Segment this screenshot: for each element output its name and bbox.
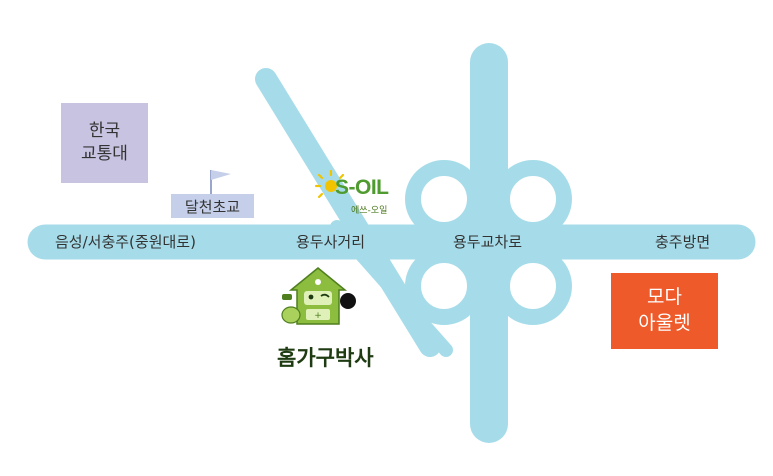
ktu-line1: 한국	[88, 121, 121, 142]
road-label-east: 충주방면	[655, 233, 711, 251]
clover-loop-ne	[494, 160, 572, 238]
soil-sun-logo-icon	[314, 169, 345, 199]
clover-loop-sw	[405, 247, 483, 325]
clover-loop-se	[494, 247, 572, 325]
soil-logo-text: S-OIL	[335, 176, 389, 200]
road-network	[27, 43, 756, 443]
moda-box-bg	[611, 273, 718, 349]
ktu-landmark: 한국 교통대	[61, 103, 148, 183]
flag-icon	[210, 170, 231, 196]
ktu-box-bg	[61, 103, 148, 183]
soil-sub-text: 에쓰-오일	[351, 206, 388, 216]
moda-line2: 아울렛	[638, 312, 691, 334]
school-box	[171, 194, 254, 218]
moda-line1: 모다	[647, 286, 682, 309]
location-dot-icon	[340, 293, 356, 309]
soil-logo-label: S-OIL	[335, 176, 389, 199]
store-name: 홈가구박사	[277, 346, 374, 370]
road-label-west: 음성/서충주(중원대로)	[55, 233, 196, 251]
clover-loop-nw	[405, 160, 483, 238]
diagonal-road-2	[330, 220, 453, 357]
moda-landmark: 모다 아울렛	[611, 273, 718, 349]
house-mascot-icon: +	[281, 267, 348, 325]
road-label-interchange: 용두교차로	[453, 233, 523, 251]
school-label: 달천초교	[184, 197, 241, 216]
road-label-crossroad: 용두사거리	[296, 233, 366, 251]
ktu-line2: 교통대	[81, 144, 128, 164]
svg-text:+: +	[314, 311, 322, 321]
